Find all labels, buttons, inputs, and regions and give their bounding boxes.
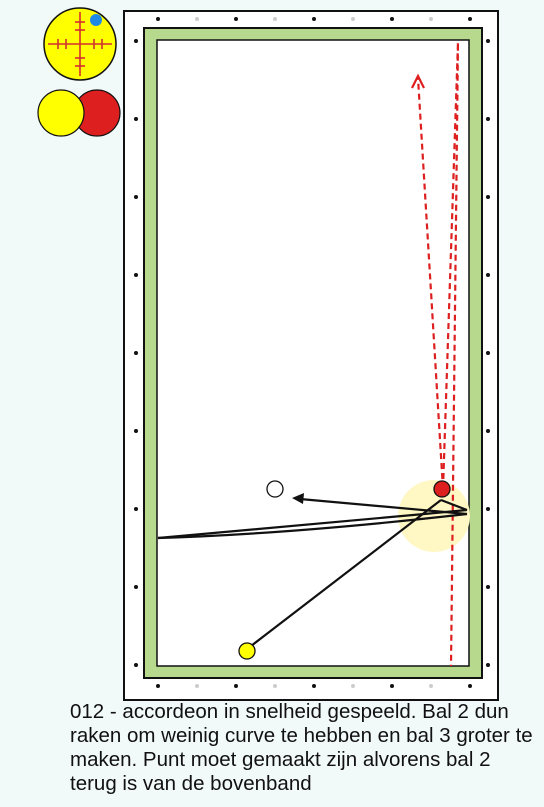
table-diamonds bbox=[134, 17, 490, 688]
contact-diagram bbox=[37, 89, 121, 137]
diamond-marker bbox=[429, 684, 433, 688]
diamond-marker bbox=[134, 429, 138, 433]
diamond-marker bbox=[468, 684, 472, 688]
diamond-marker bbox=[486, 117, 490, 121]
table-cloth bbox=[156, 39, 470, 667]
diamond-marker bbox=[312, 17, 316, 21]
diamond-marker bbox=[156, 17, 160, 21]
diamond-marker bbox=[486, 273, 490, 277]
red-path-up-to-top bbox=[441, 41, 460, 667]
cue-path-final bbox=[299, 497, 468, 516]
aim-point-marker bbox=[90, 14, 102, 26]
cue-ball-path bbox=[157, 493, 468, 647]
red-ball-path bbox=[411, 41, 460, 667]
cue-path-arrow-head bbox=[292, 493, 304, 504]
diamond-marker bbox=[195, 684, 199, 688]
diamond-marker bbox=[312, 684, 316, 688]
diamond-marker bbox=[134, 351, 138, 355]
diamond-marker bbox=[273, 684, 277, 688]
diamond-marker bbox=[234, 17, 238, 21]
diamond-marker bbox=[134, 585, 138, 589]
diamond-marker bbox=[351, 17, 355, 21]
red-ball bbox=[433, 480, 451, 498]
diagram-caption: 012 - accordeon in snelheid gespeeld. Ba… bbox=[70, 700, 533, 795]
cue-path-back-from-left bbox=[157, 512, 468, 540]
diamond-marker bbox=[195, 17, 199, 21]
diamond-marker bbox=[134, 117, 138, 121]
cue-path-to-left-cushion-1 bbox=[157, 508, 468, 540]
diamond-marker bbox=[351, 684, 355, 688]
diamond-marker bbox=[429, 17, 433, 21]
aim-crosshair bbox=[48, 12, 112, 76]
diamond-marker bbox=[486, 195, 490, 199]
red-path-return bbox=[416, 77, 445, 490]
diamond-marker bbox=[486, 351, 490, 355]
diamond-marker bbox=[390, 684, 394, 688]
diamond-marker bbox=[134, 507, 138, 511]
diamond-marker bbox=[156, 684, 160, 688]
cue-path-to-red bbox=[250, 499, 442, 647]
diamond-marker bbox=[486, 585, 490, 589]
diamond-marker bbox=[486, 663, 490, 667]
diamond-marker bbox=[234, 684, 238, 688]
diamond-marker bbox=[390, 17, 394, 21]
yellow-cue-ball bbox=[238, 642, 256, 660]
cue-path-to-right-cushion bbox=[440, 498, 468, 512]
diamond-marker bbox=[273, 17, 277, 21]
diamond-marker bbox=[486, 429, 490, 433]
diamond-marker bbox=[134, 195, 138, 199]
contact-yellow-ball bbox=[37, 89, 85, 137]
billiard-table bbox=[123, 10, 499, 701]
diamond-marker bbox=[486, 507, 490, 511]
red-path-arrow-head bbox=[411, 73, 425, 89]
diamond-marker bbox=[486, 39, 490, 43]
diamond-marker bbox=[134, 663, 138, 667]
diamond-marker bbox=[468, 17, 472, 21]
diamond-marker bbox=[134, 273, 138, 277]
diamond-marker bbox=[134, 39, 138, 43]
white-ball bbox=[266, 480, 284, 498]
aim-diagram bbox=[43, 7, 117, 81]
